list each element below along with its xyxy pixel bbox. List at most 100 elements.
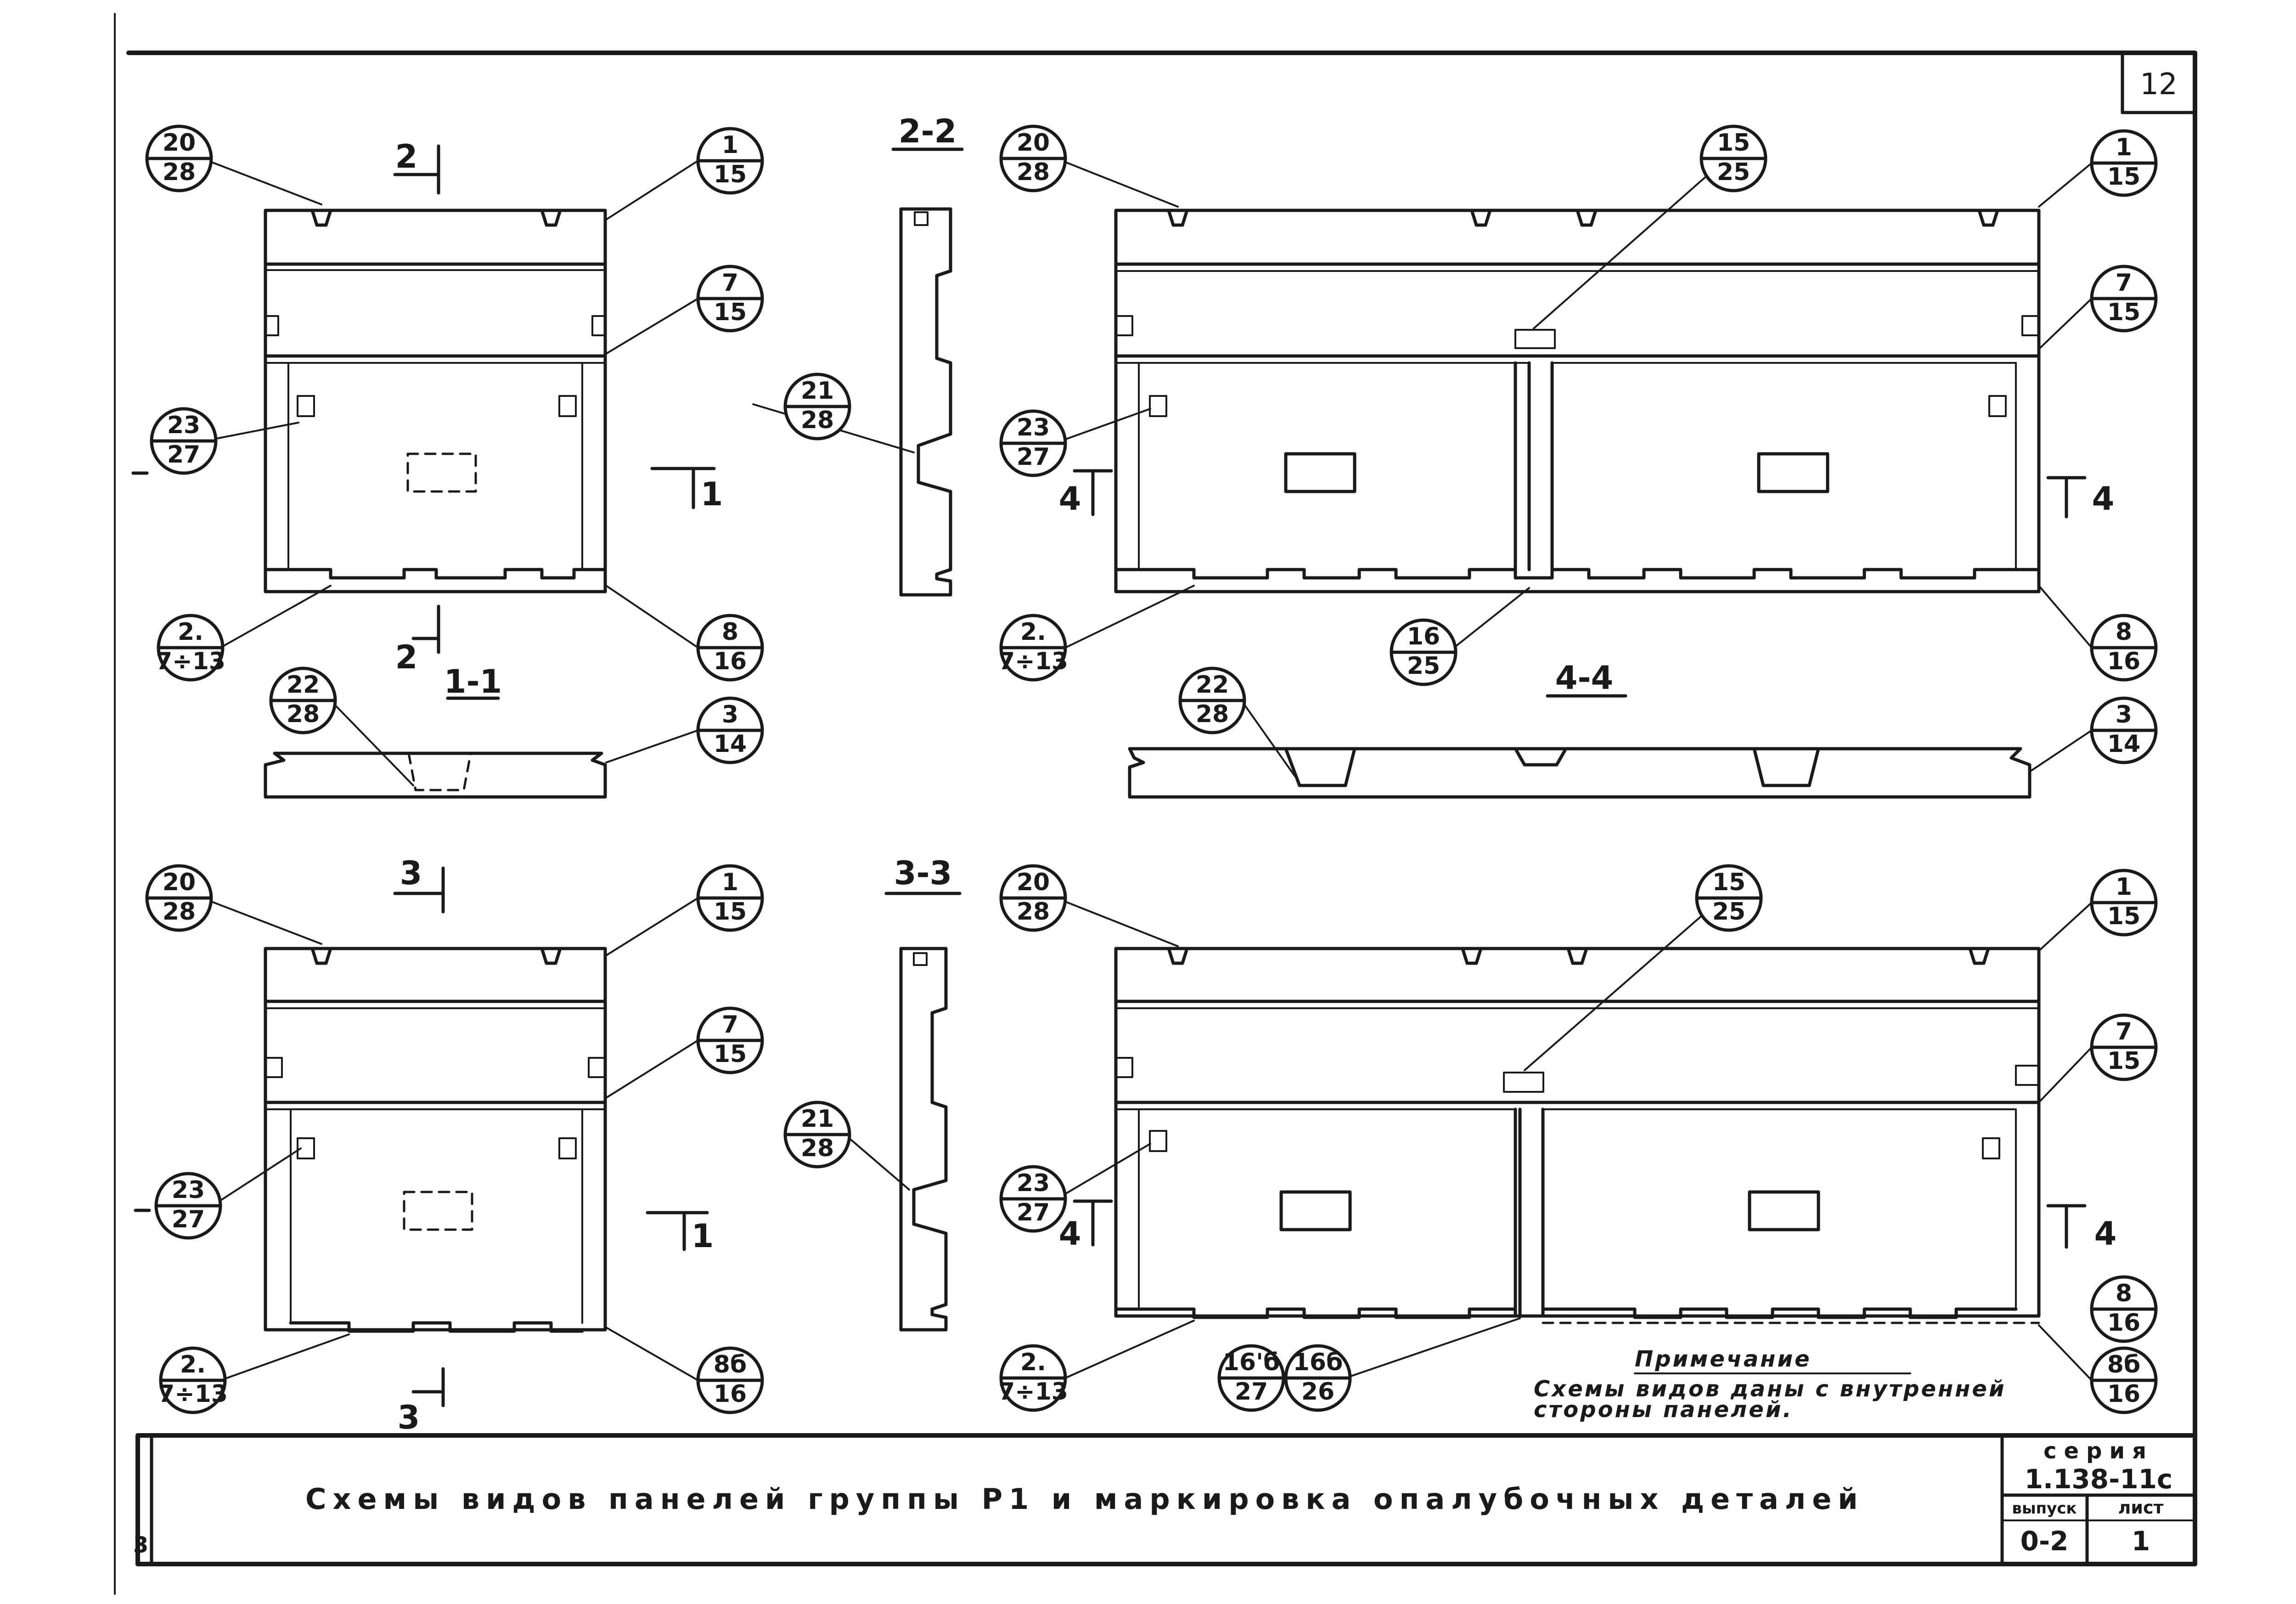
svg-text:28: 28 — [1017, 158, 1050, 186]
svg-text:23: 23 — [1017, 414, 1050, 441]
sheet-number: 12 — [2140, 68, 2177, 102]
svg-text:22: 22 — [287, 671, 320, 699]
svg-text:28: 28 — [801, 1135, 834, 1162]
svg-text:27: 27 — [1017, 1199, 1050, 1226]
svg-text:8: 8 — [722, 618, 738, 646]
note-line-1: Схемы видов даны с внутренней — [1534, 1376, 2006, 1402]
callout-20-28: 20 28 — [999, 124, 1067, 192]
cut-mark-4-left: 4 — [1059, 1215, 1081, 1253]
svg-text:28: 28 — [1196, 700, 1229, 728]
svg-text:7÷13: 7÷13 — [156, 648, 225, 675]
callouts-top-left: 20 28 1 15 7 15 23 27 2. 7÷13 — [145, 124, 764, 786]
svg-text:1: 1 — [722, 131, 738, 159]
svg-text:27: 27 — [172, 1206, 205, 1233]
svg-text:15: 15 — [2107, 299, 2140, 326]
svg-text:16: 16 — [2107, 648, 2140, 675]
cut-mark-1-side: 1 — [692, 1217, 714, 1255]
panel-top-left — [264, 209, 607, 593]
svg-text:8: 8 — [2116, 618, 2132, 646]
callout-2-7-13: 2. 7÷13 — [156, 614, 225, 682]
svg-text:7÷13: 7÷13 — [998, 648, 1068, 675]
callout-7-15: 7 15 — [2090, 265, 2158, 333]
section-label-4-4: 4-4 — [1555, 659, 1613, 697]
section-1-1: 1-1 — [264, 663, 607, 799]
callout-16-25: 16 25 — [1390, 618, 1458, 686]
callout-16b-27: 16'б 27 — [1217, 1344, 1285, 1412]
svg-text:8: 8 — [2116, 1280, 2132, 1307]
section-2-2: 2-2 21 28 — [752, 113, 964, 597]
svg-text:28: 28 — [287, 700, 320, 728]
callout-8-16: 8 16 — [696, 614, 764, 682]
callout-21-28: 21 28 — [783, 1101, 851, 1169]
svg-text:21: 21 — [801, 1105, 834, 1133]
svg-text:15: 15 — [1712, 869, 1745, 896]
callouts-bottom-right: 20 28 15 25 1 15 7 15 23 27 — [998, 864, 2158, 1414]
section-3-3: 3-3 21 28 — [783, 854, 962, 1332]
cut-mark-2-bottom: 2 — [395, 638, 418, 676]
sheet-number-box: 12 — [2121, 51, 2197, 114]
callout-21-28: 21 28 — [783, 373, 851, 441]
svg-text:27: 27 — [1235, 1378, 1268, 1406]
section-label-3-3: 3-3 — [894, 854, 952, 892]
svg-text:15: 15 — [2107, 163, 2140, 191]
callout-20-28: 20 28 — [999, 864, 1067, 932]
svg-text:28: 28 — [163, 898, 196, 926]
callout-22-28: 22 28 — [1178, 666, 1246, 734]
svg-text:28: 28 — [1017, 898, 1050, 926]
callout-2-7-13: 2. 7÷13 — [998, 614, 1068, 682]
callout-8-16: 8 16 — [2090, 1275, 2158, 1343]
svg-text:7÷13: 7÷13 — [998, 1378, 1068, 1406]
callout-23-27: 23 27 — [154, 1172, 222, 1240]
svg-text:14: 14 — [714, 730, 747, 758]
callout-23-27: 23 27 — [150, 407, 218, 475]
callout-20-28: 20 28 — [145, 864, 213, 932]
callout-7-15: 7 15 — [696, 1006, 764, 1074]
svg-text:16'б: 16'б — [1223, 1349, 1280, 1376]
svg-text:23: 23 — [172, 1176, 205, 1204]
callout-16b-26: 16б 26 — [1284, 1344, 1352, 1412]
callout-2-7-13: 2. 7÷13 — [158, 1346, 228, 1414]
svg-text:15: 15 — [714, 898, 747, 926]
panel-bottom-right — [1114, 947, 2041, 1324]
svg-text:7: 7 — [722, 1011, 738, 1039]
svg-text:15: 15 — [714, 161, 747, 188]
svg-text:1: 1 — [2116, 873, 2132, 901]
callout-15-25: 15 25 — [1695, 864, 1763, 932]
svg-text:2.: 2. — [1020, 1349, 1046, 1376]
series-label: серия — [2043, 1438, 2154, 1464]
cut-marks-top-left: 2 2 1 — [131, 138, 723, 676]
svg-text:3: 3 — [722, 701, 738, 729]
svg-text:15: 15 — [714, 1040, 747, 1068]
cut-marks-top-right: 4 4 — [1059, 469, 2114, 519]
svg-text:3: 3 — [2116, 701, 2132, 729]
callout-3-14: 3 14 — [2090, 696, 2158, 764]
svg-text:1: 1 — [722, 869, 738, 896]
svg-text:15: 15 — [1717, 129, 1750, 157]
svg-text:7: 7 — [2116, 1018, 2132, 1045]
issue-label: выпуск — [2012, 1499, 2077, 1518]
callout-3-14: 3 14 — [696, 696, 764, 764]
panel-bottom-left — [264, 947, 607, 1333]
callout-23-27: 23 27 — [999, 409, 1067, 477]
svg-text:2.: 2. — [180, 1351, 206, 1378]
callout-7-15: 7 15 — [2090, 1013, 2158, 1081]
title-block: 3 Схемы видов панелей группы Р1 и маркир… — [133, 1433, 2197, 1566]
callout-1-15: 1 15 — [2090, 129, 2158, 197]
svg-text:2.: 2. — [1020, 618, 1046, 646]
svg-text:26: 26 — [1301, 1378, 1334, 1406]
callout-8b-16: 8б 16 — [696, 1346, 764, 1414]
section-label-2-2: 2-2 — [899, 113, 957, 150]
svg-text:15: 15 — [2107, 903, 2140, 930]
cut-mark-3-top: 3 — [400, 854, 422, 892]
svg-text:16: 16 — [1407, 623, 1440, 650]
svg-text:20: 20 — [163, 129, 196, 157]
note-line-2: стороны панелей. — [1534, 1397, 1793, 1423]
svg-text:15: 15 — [2107, 1047, 2140, 1075]
issue-value: 0-2 — [2020, 1525, 2069, 1557]
callout-7-15: 7 15 — [696, 265, 764, 333]
svg-text:20: 20 — [163, 869, 196, 896]
sheet-value: 1 — [2132, 1525, 2150, 1557]
svg-text:16: 16 — [714, 648, 747, 675]
svg-text:20: 20 — [1017, 869, 1050, 896]
